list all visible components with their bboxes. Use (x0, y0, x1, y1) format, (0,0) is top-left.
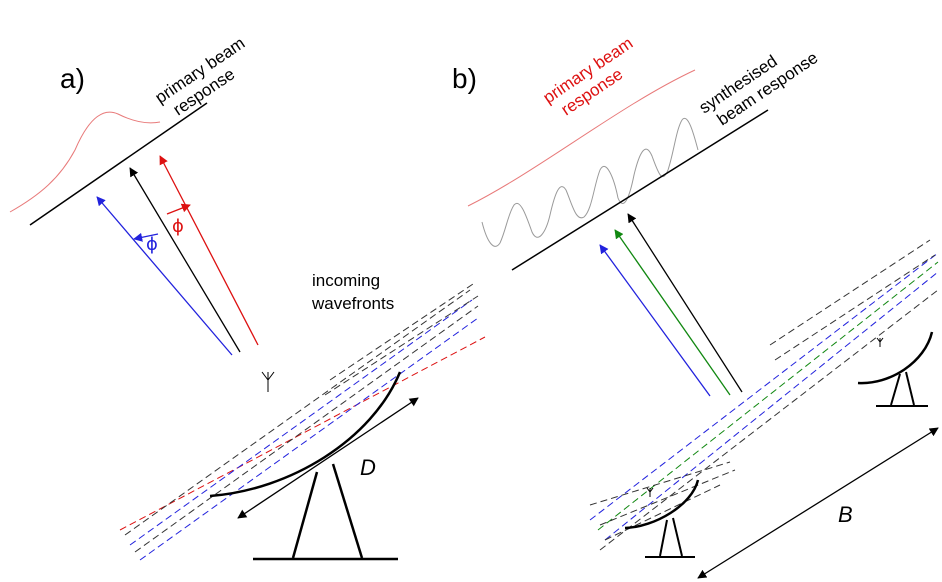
panel-b-right-dish-mount (876, 371, 928, 407)
panel-a-diameter-arrow (237, 397, 419, 519)
panel-a-feed (261, 371, 275, 392)
panel-b-right-dish (857, 331, 934, 385)
panel-a-phi-red-label: ϕ (172, 216, 184, 237)
panel-a-incoming-label-line1: incoming (312, 271, 380, 290)
panel-b-right-dish-feed (876, 337, 884, 347)
panel-b-wavefronts (589, 239, 939, 551)
panel-a-diameter-label: D (360, 455, 376, 480)
panel-a-red-arrow (159, 155, 259, 346)
panel-a-dish-mount (253, 463, 398, 561)
panel-b-primary-beam-curve (467, 69, 696, 207)
panel-a-blue-arrow (96, 196, 233, 356)
panel-a-label: a) (60, 63, 85, 94)
panel-b-small-dish-mount (645, 517, 695, 558)
panel-a-phi-blue-label: ϕ (146, 234, 158, 255)
panel-b-small-dish (624, 479, 700, 530)
panel-b-small-dish-feed (646, 487, 654, 497)
panel-b-baseline-arrow (697, 427, 939, 579)
panel-b-baseline-label: B (838, 502, 853, 527)
panel-a-primary-beam-curve (9, 111, 161, 213)
panel-b: b) primary beam response synthesised bea… (452, 33, 939, 579)
panel-a: a) primary beam response ϕ ϕ incoming wa… (9, 33, 486, 561)
panel-a-phi-red-arrow (166, 203, 191, 215)
panel-b-fringe-pattern (481, 117, 699, 247)
panel-b-blue-arrow (599, 244, 711, 397)
panel-a-wavefronts (119, 281, 486, 561)
panel-a-phi-blue-arrow (133, 232, 159, 242)
panel-b-black-arrow (627, 213, 743, 393)
panel-b-green-arrow (614, 229, 731, 396)
panel-a-black-arrow (129, 167, 241, 353)
panel-a-response-axis (29, 102, 208, 226)
panel-b-label: b) (452, 63, 477, 94)
panel-a-incoming-label-line2: wavefronts (311, 294, 394, 313)
panel-b-response-axis (511, 109, 769, 271)
